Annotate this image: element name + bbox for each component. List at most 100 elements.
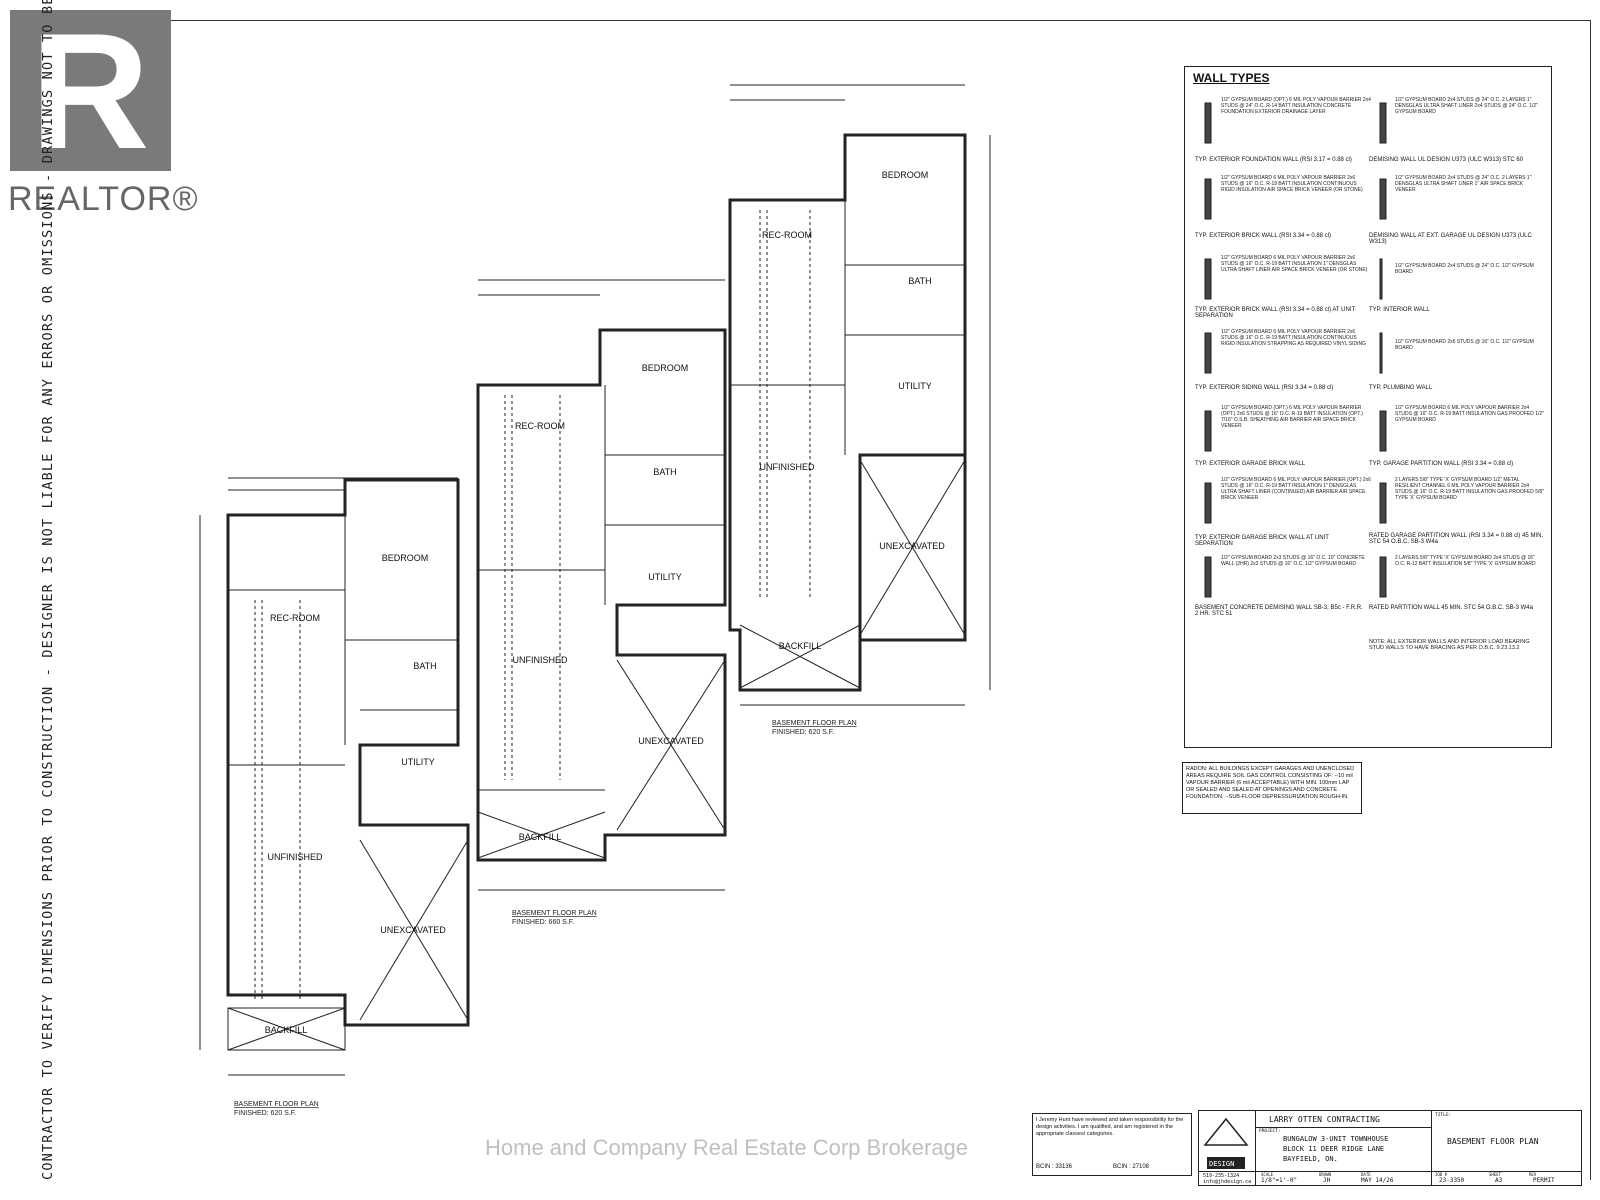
wall-type-desc: 1/2" GYPSUM BOARD (OPT.) 6 MIL POLY VAPO… [1221, 97, 1371, 115]
wall-type-caption: TYP. INTERIOR WALL [1369, 307, 1430, 313]
wall-symbol [1379, 410, 1387, 452]
wall-type-caption: TYP. EXTERIOR BRICK WALL (RSI 3.34 = 0.8… [1195, 307, 1355, 319]
unit1-bath-label: BATH [413, 661, 436, 671]
project-label: PROJECT: [1259, 1129, 1281, 1134]
unit2-unfinished-label: UNFINISHED [512, 655, 568, 665]
unit2-bedroom-label: BEDROOM [642, 363, 689, 373]
unit3-bedroom-label: BEDROOM [882, 170, 929, 180]
job-number: 23-3350 [1439, 1177, 1465, 1184]
unit1-rec-room-label: REC-ROOM [270, 613, 320, 623]
scale-label: SCALE [1261, 1172, 1274, 1177]
unit3-unfinished-label: UNFINISHED [759, 462, 815, 472]
wall-type-caption: TYP. EXTERIOR SIDING WALL (RSI 3.34 = 0.… [1195, 385, 1334, 391]
certification-text: I Jeremy Hunt have reviewed and taken re… [1036, 1117, 1184, 1137]
date-label: DATE [1361, 1172, 1371, 1177]
wall-symbol [1204, 332, 1212, 374]
unit2-bath-label: BATH [653, 467, 676, 477]
unit2-finished-area: FINISHED: 660 S.F. [512, 919, 574, 926]
job-label: JOB # [1435, 1172, 1448, 1177]
wall-type-desc: 1/2" GYPSUM BOARD 2x6 STUDS @ 16" O.C. 1… [1395, 339, 1534, 351]
unit3-backfill-label: BACKFILL [779, 641, 822, 651]
unit2-unexcavated-x2 [616, 659, 726, 831]
wall-symbol [1204, 482, 1212, 524]
wall-symbol [1379, 332, 1383, 374]
unit1-plan-label: BASEMENT FLOOR PLAN [234, 1101, 319, 1108]
unit3-plan-label: BASEMENT FLOOR PLAN [772, 720, 857, 727]
wall-symbol [1204, 556, 1212, 598]
designer-firm: DESIGN [1209, 1160, 1235, 1168]
unit2-plan-label: BASEMENT FLOOR PLAN [512, 910, 597, 917]
sheet-number: A3 [1495, 1177, 1503, 1184]
wall-type-desc: 1/2" GYPSUM BOARD (OPT.) 6 MIL POLY VAPO… [1221, 405, 1363, 429]
brokerage-watermark: Home and Company Real Estate Corp Broker… [485, 1135, 969, 1160]
sheet-label: SHEET [1489, 1172, 1502, 1177]
unit1-unfinished-label: UNFINISHED [267, 852, 323, 862]
designer-logo [1203, 1117, 1249, 1169]
wall-type-caption: TYP. EXTERIOR GARAGE BRICK WALL AT UNIT … [1195, 535, 1329, 547]
wall-symbol [1204, 258, 1212, 300]
unit2-outline [476, 328, 727, 862]
unit2-backfill-x2 [477, 811, 606, 859]
wall-type-caption: RATED GARAGE PARTITION WALL (RSI 3.34 = … [1369, 533, 1544, 545]
realtor-logo: R [10, 8, 171, 173]
unit1-outline [226, 478, 470, 1027]
unit3-outline [728, 133, 967, 692]
wall-type-desc: 1/2" GYPSUM BOARD 2x4 STUDS @ 24" O.C. 2… [1395, 175, 1532, 193]
wall-types-title: WALL TYPES [1193, 71, 1270, 85]
wall-type-caption: TYP. EXTERIOR BRICK WALL (RSI 3.34 = 0.8… [1195, 233, 1331, 239]
radon-note: RADON: ALL BUILDINGS EXCEPT GARAGES AND … [1182, 762, 1362, 814]
drawn-label: DRAWN [1319, 1172, 1332, 1177]
wall-type-symbols [1204, 102, 1387, 598]
wall-type-desc: 1/2" GYPSUM BOARD 6 MIL POLY VAPOUR BARR… [1221, 329, 1367, 347]
designer-phone: 519-235-1324 [1203, 1173, 1240, 1179]
wall-type-desc: 2 LAYERS 5/8" TYPE 'X' GYPSUM BOARD 2x4 … [1395, 555, 1536, 567]
title-label: TITLE: [1435, 1113, 1452, 1118]
wall-type-desc: 1/2" GYPSUM BOARD 2x4 STUDS @ 24" O.C. 1… [1395, 263, 1534, 275]
unit1-bedroom-label: BEDROOM [382, 553, 429, 563]
wall-type-desc: 1/2" GYPSUM BOARD 2x3 STUDS @ 16" O.C. 1… [1221, 555, 1365, 567]
wall-type-desc: 1/2" GYPSUM BOARD 6 MIL POLY VAPOUR BARR… [1395, 405, 1544, 423]
sheet-border-right [1590, 20, 1591, 1180]
wall-types-legend: WALL TYPES 1/2" GYPSUM BOARD (OPT.) 6 MI… [1184, 66, 1552, 748]
unit1-backfill-label: BACKFILL [265, 1025, 308, 1035]
wall-symbol [1379, 102, 1387, 144]
wall-symbol [1204, 178, 1212, 220]
unit1-unexcavated-label: UNEXCAVATED [380, 925, 446, 935]
unit3-unexcavated-label: UNEXCAVATED [879, 541, 945, 551]
wall-types-note: NOTE: ALL EXTERIOR WALLS AND INTERIOR LO… [1369, 639, 1530, 651]
drawing-date: MAY 14/26 [1361, 1177, 1394, 1184]
unit3-unexcavated-x2 [859, 459, 966, 636]
wall-type-caption: RATED PARTITION WALL 45 MIN. STC 54 O.B.… [1369, 605, 1533, 611]
unit3-bath-label: BATH [908, 276, 931, 286]
unit2-utility-label: UTILITY [648, 572, 682, 582]
sheet-title: BASEMENT FLOOR PLAN [1447, 1137, 1539, 1146]
wall-type-caption: BASEMENT CONCRETE DEMISING WALL SB-3, B5… [1195, 605, 1363, 617]
wall-type-caption: DEMISING WALL UL DESIGN U373 (ULC W313) … [1369, 157, 1524, 163]
realtor-brand-text: REALTOR® [8, 180, 199, 218]
project-address-line2: BAYFIELD, ON. [1283, 1155, 1338, 1163]
unit3-backfill-x2 [739, 624, 861, 689]
wall-symbol [1379, 556, 1387, 598]
project-address-line1: BLOCK 11 DEER RIDGE LANE [1283, 1145, 1385, 1153]
unit1-finished-area: FINISHED: 620 S.F. [234, 1110, 296, 1117]
wall-type-caption: TYP. GARAGE PARTITION WALL (RSI 3.34 = 0… [1369, 461, 1514, 467]
scale-value: 1/8"=1'-0" [1261, 1177, 1298, 1184]
rev-label: REV [1529, 1172, 1537, 1177]
client-name: LARRY OTTEN CONTRACTING [1269, 1115, 1380, 1124]
unit2-rec-room-label: REC-ROOM [515, 421, 565, 431]
bcin-number-1: BCIN : 33136 [1036, 1164, 1073, 1170]
wall-symbol [1379, 178, 1387, 220]
designer-email: info@jhdesign.ca [1203, 1179, 1252, 1185]
drawn-by: JH [1323, 1177, 1331, 1184]
unit3-rec-room-label: REC-ROOM [762, 230, 812, 240]
designer-certification: I Jeremy Hunt have reviewed and taken re… [1032, 1113, 1192, 1176]
realtor-logo-letter: R [30, 8, 149, 173]
unit1-unexcavated-x2 [359, 839, 469, 1021]
wall-type-desc: 1/2" GYPSUM BOARD 6 MIL POLY VAPOUR BARR… [1221, 255, 1368, 273]
wall-type-caption: TYP. EXTERIOR GARAGE BRICK WALL [1195, 461, 1306, 467]
wall-symbol [1204, 410, 1212, 452]
unit1-backfill-x2 [227, 1007, 346, 1051]
unit3-finished-area: FINISHED: 620 S.F. [772, 729, 834, 736]
wall-type-desc: 2 LAYERS 5/8" TYPE 'X' GYPSUM BOARD 1/2"… [1395, 477, 1544, 501]
